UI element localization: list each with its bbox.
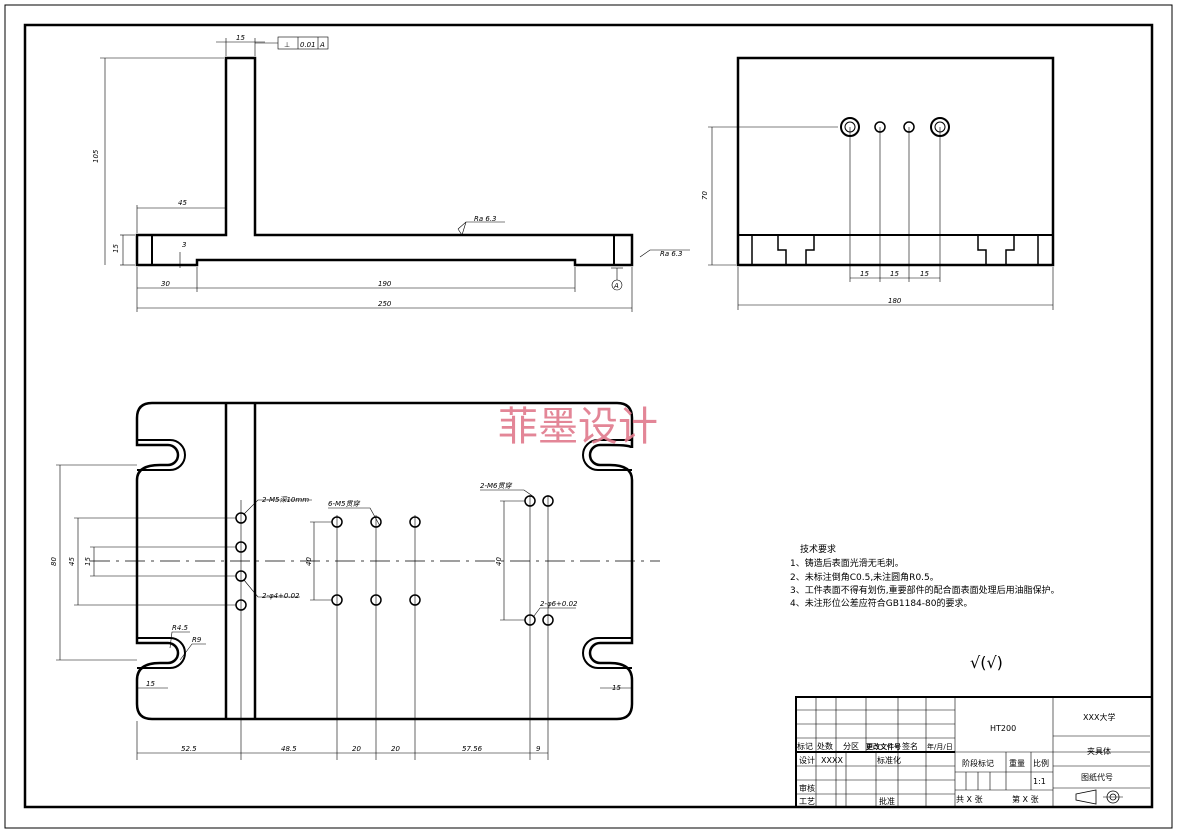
bottom-dim-1: 52.5 — [181, 745, 197, 753]
tb-stage: 阶段标记 — [962, 758, 994, 768]
dim-top-width: 15 — [236, 34, 245, 42]
tb-process: 工艺 — [799, 797, 815, 806]
callout-m5-depth: 2-M5深10mm — [262, 496, 309, 504]
top-dim-slot-right: 15 — [612, 684, 621, 692]
radius-r9: R9 — [192, 636, 202, 644]
front-view — [100, 36, 690, 312]
tb-date: 年/月/日 — [927, 742, 953, 751]
tb-drawing-no: 图纸代号 — [1081, 772, 1113, 782]
bottom-dim-5: 57.56 — [462, 745, 483, 753]
side-dim-width: 180 — [888, 297, 902, 305]
tb-design: 设计 — [799, 755, 815, 765]
dim-height: 105 — [92, 149, 100, 163]
callout-phi4: 2-φ4+0.02 — [262, 592, 300, 600]
tech-req-item: 4、未注形位公差应符合GB1184-80的要求。 — [790, 597, 972, 609]
tb-sign: 签名 — [902, 741, 918, 751]
top-dim-slot-left: 15 — [146, 680, 155, 688]
tech-req-item: 2、未标注倒角C0.5,未注圆角R0.5。 — [790, 571, 939, 583]
dim-left-start: 30 — [161, 280, 170, 288]
top-dim-v-mid: 45 — [68, 557, 76, 566]
radius-r45: R4.5 — [172, 624, 189, 632]
side-dim-pitch-1: 15 — [860, 270, 869, 278]
inner-border — [23, 23, 1154, 809]
dim-step: 3 — [182, 241, 186, 249]
top-dim-v-center: 40 — [305, 557, 313, 566]
roughness-symbol-1 — [457, 221, 467, 236]
tolerance-value: 0.01 — [300, 41, 316, 49]
tb-scale: 比例 — [1033, 758, 1049, 768]
side-dim-height: 70 — [701, 191, 709, 200]
top-view-outline — [135, 401, 634, 721]
dim-base-thickness: 15 — [112, 244, 120, 253]
tb-change-doc: 更改文件号 — [866, 742, 901, 751]
tb-approve: 批准 — [879, 796, 895, 806]
top-view — [56, 401, 660, 760]
datum-label: A — [613, 282, 619, 290]
tb-total-sheets: 共 X 张 — [956, 795, 983, 804]
outer-border — [4, 4, 1173, 829]
tb-weight: 重量 — [1009, 758, 1025, 768]
watermark: 菲墨设计 — [498, 404, 658, 450]
side-view-outline — [736, 56, 1055, 267]
title-block — [795, 696, 1153, 808]
roughness-label-2: Ra 6.3 — [660, 250, 683, 258]
general-roughness-symbol: √(√) — [970, 653, 1003, 672]
tb-standard: 标准化 — [877, 755, 901, 765]
tb-material: HT200 — [990, 724, 1016, 733]
bottom-dim-6: 9 — [536, 745, 541, 753]
tech-req-title: 技术要求 — [800, 543, 836, 555]
dim-total-length: 250 — [378, 300, 392, 308]
tolerance-symbol: ⊥ — [284, 41, 290, 49]
callout-2-m6: 2-M6贯穿 — [480, 482, 512, 490]
tb-zone: 分区 — [843, 742, 859, 751]
tolerance-datum: A — [319, 41, 325, 49]
callout-6-m5: 6-M5贯穿 — [328, 500, 360, 508]
tb-scale-value: 1:1 — [1033, 777, 1046, 786]
top-dim-v-small: 15 — [84, 557, 92, 566]
tb-designer: XXXX — [821, 756, 843, 765]
tech-req-item: 1、铸造后表面光滑无毛刺。 — [790, 557, 904, 569]
tb-sheet-no: 第 X 张 — [1012, 794, 1039, 804]
side-dim-pitch-3: 15 — [920, 270, 929, 278]
front-view-outline — [135, 56, 634, 267]
bottom-dim-3: 20 — [352, 745, 361, 753]
tb-mark: 标记 — [797, 741, 813, 751]
tb-school: XXX大学 — [1083, 712, 1115, 722]
tb-review: 审核 — [799, 783, 815, 793]
bottom-dim-2: 48.5 — [281, 745, 297, 753]
dim-mid-length: 190 — [378, 280, 392, 288]
side-dim-pitch-2: 15 — [890, 270, 899, 278]
dim-left-offset: 45 — [178, 199, 187, 207]
roughness-label-1: Ra 6.3 — [474, 215, 497, 223]
side-view — [708, 56, 1055, 310]
top-dim-v-center2: 40 — [495, 557, 503, 566]
top-dim-v-total: 80 — [50, 557, 58, 566]
bottom-dim-4: 20 — [391, 745, 400, 753]
tb-count: 处数 — [817, 741, 833, 751]
tech-req-item: 3、工件表面不得有划伤,重要部件的配合面表面处理后用油脂保护。 — [790, 584, 1060, 596]
callout-phi6: 2-φ6+0.02 — [540, 600, 578, 608]
tb-part-name: 夹具体 — [1087, 746, 1111, 756]
